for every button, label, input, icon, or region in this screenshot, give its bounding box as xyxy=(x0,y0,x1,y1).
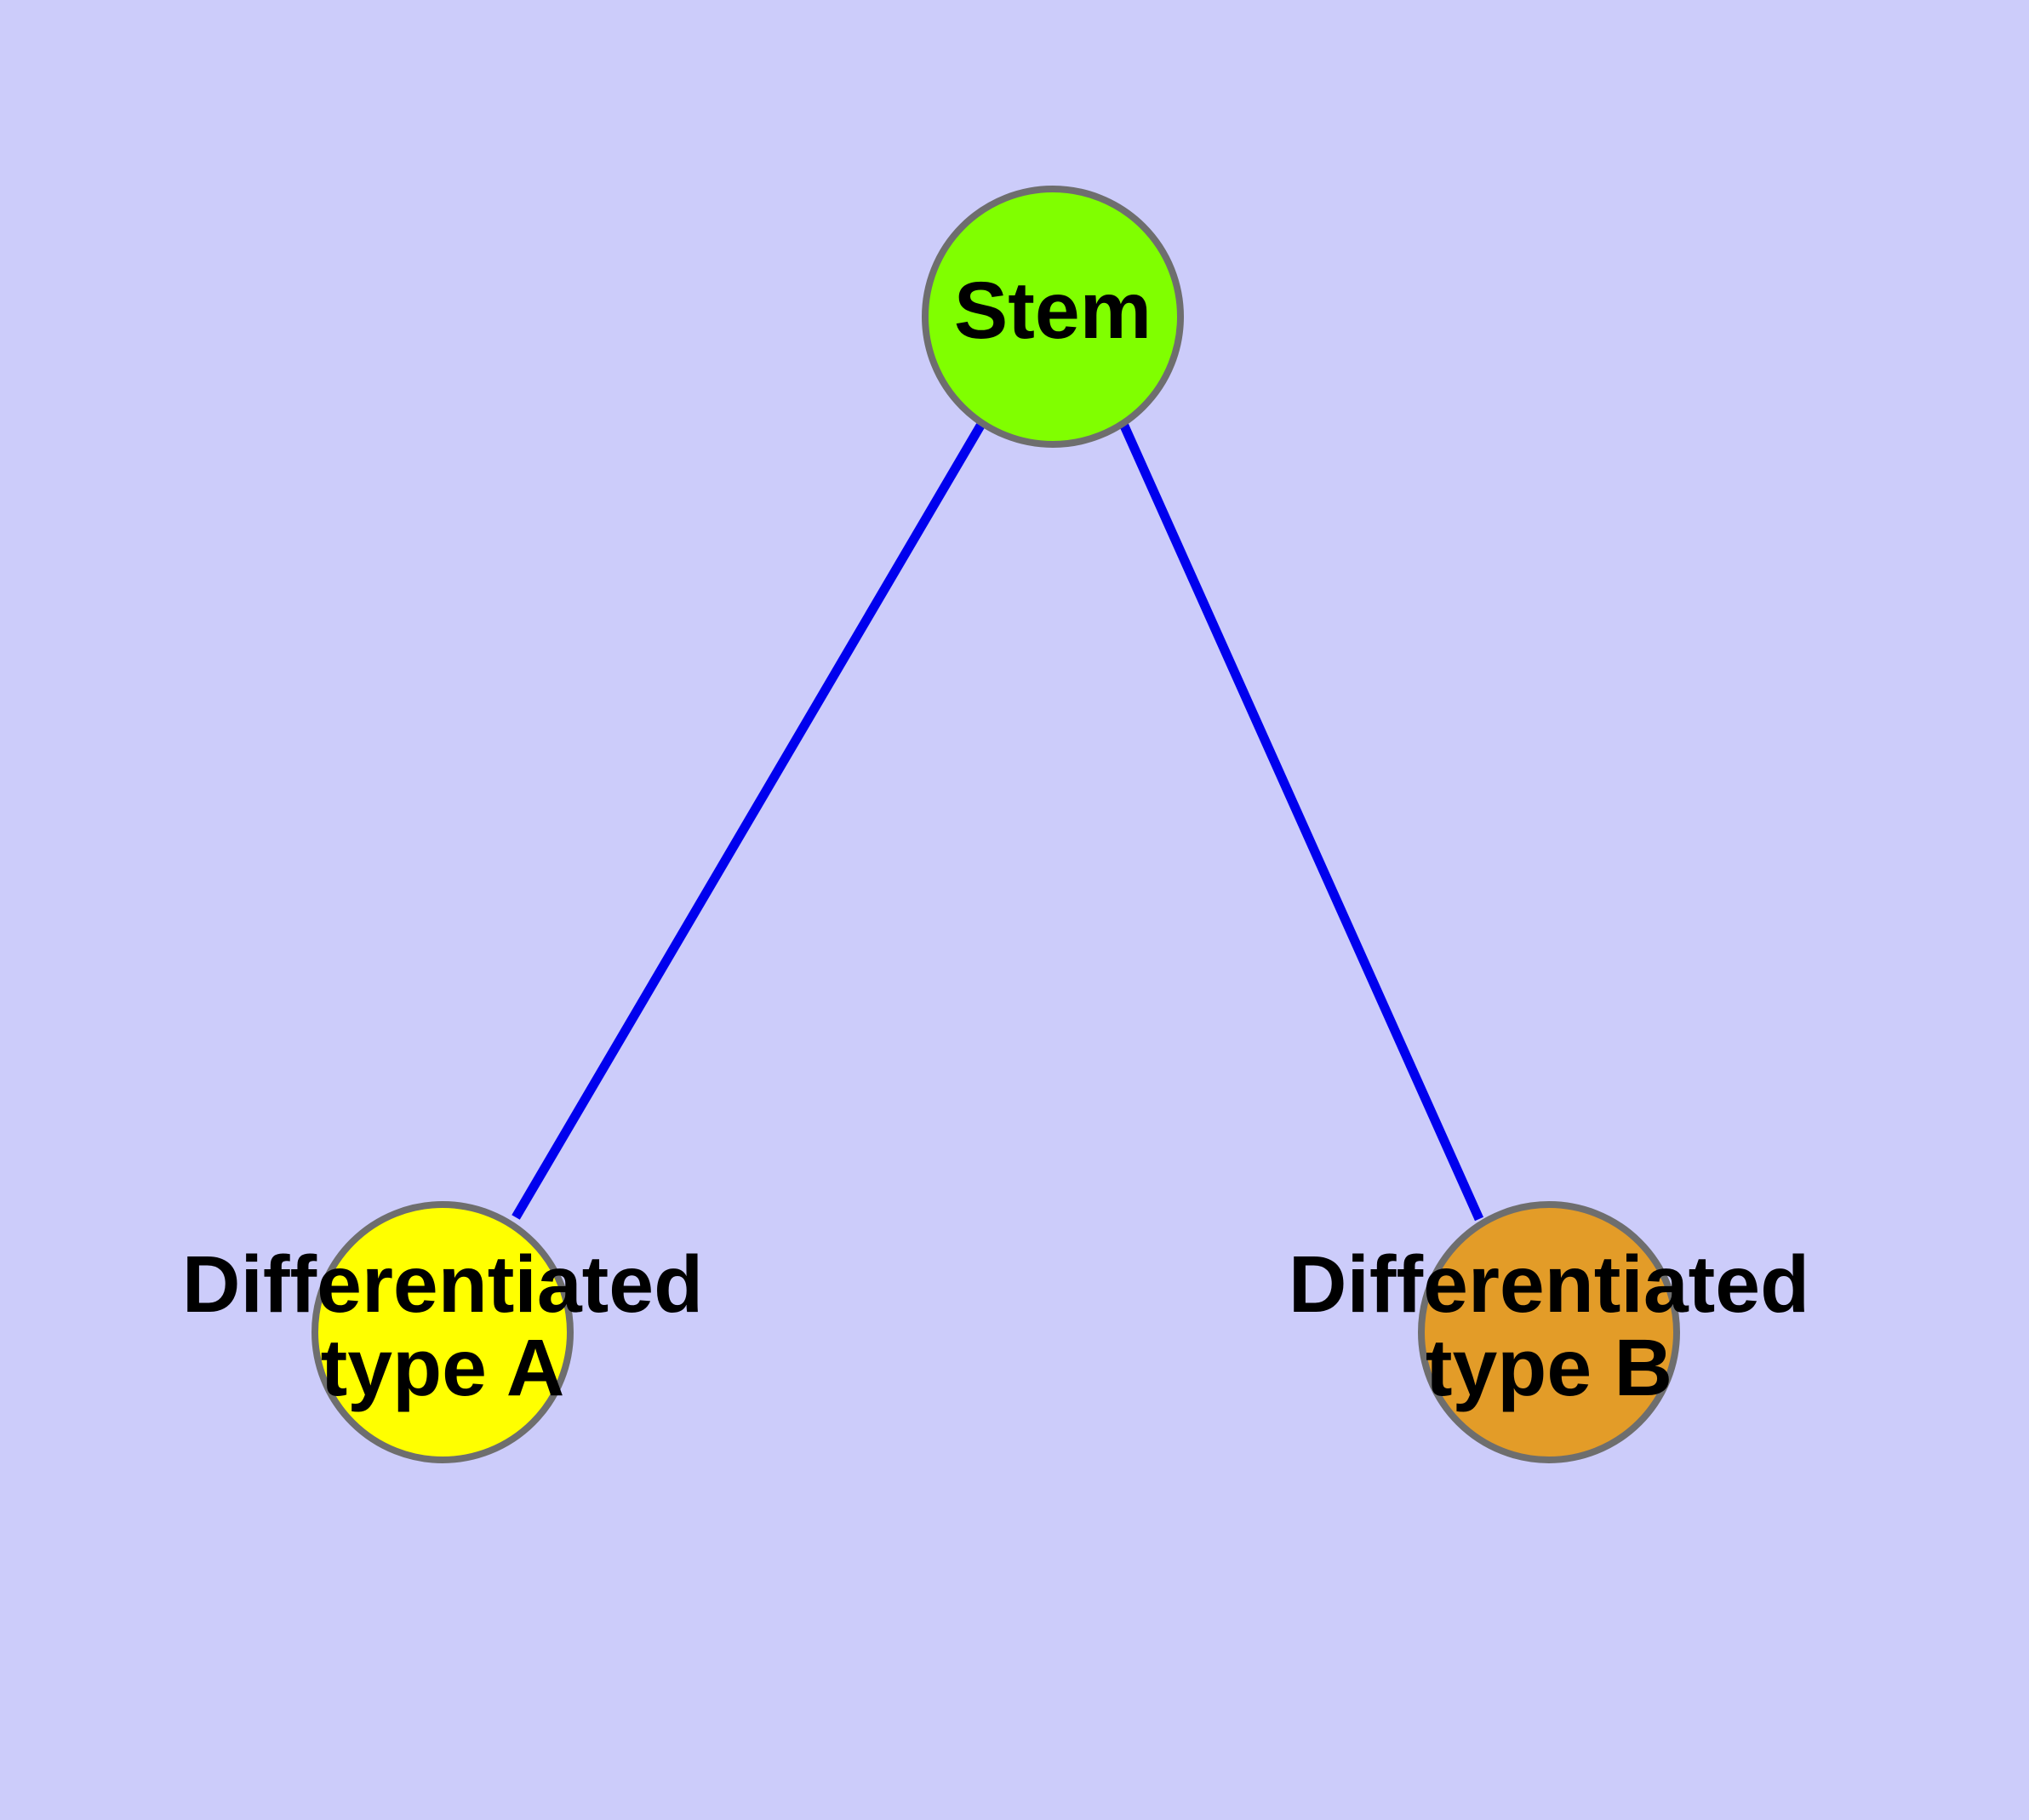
edge-layer xyxy=(512,421,1484,1222)
node-label-diff-a-line-1: Differentiated xyxy=(182,1239,703,1330)
node-circle-stem[interactable] xyxy=(922,186,1184,448)
node-circle-diff-b[interactable] xyxy=(1418,1201,1680,1463)
node-label-diff-b-line-2: type B xyxy=(1426,1323,1672,1413)
node-stem[interactable]: Stem xyxy=(922,186,1184,448)
node-label-stem-line-1: Stem xyxy=(954,266,1152,356)
node-circle-diff-a[interactable] xyxy=(311,1201,574,1463)
node-label-diff-b-line-1: Differentiated xyxy=(1289,1239,1809,1330)
edge-stem-to-diff-a xyxy=(512,423,985,1220)
node-label-diff-a-line-2: type A xyxy=(321,1323,565,1413)
edge-stem-to-diff-b xyxy=(1118,421,1484,1222)
